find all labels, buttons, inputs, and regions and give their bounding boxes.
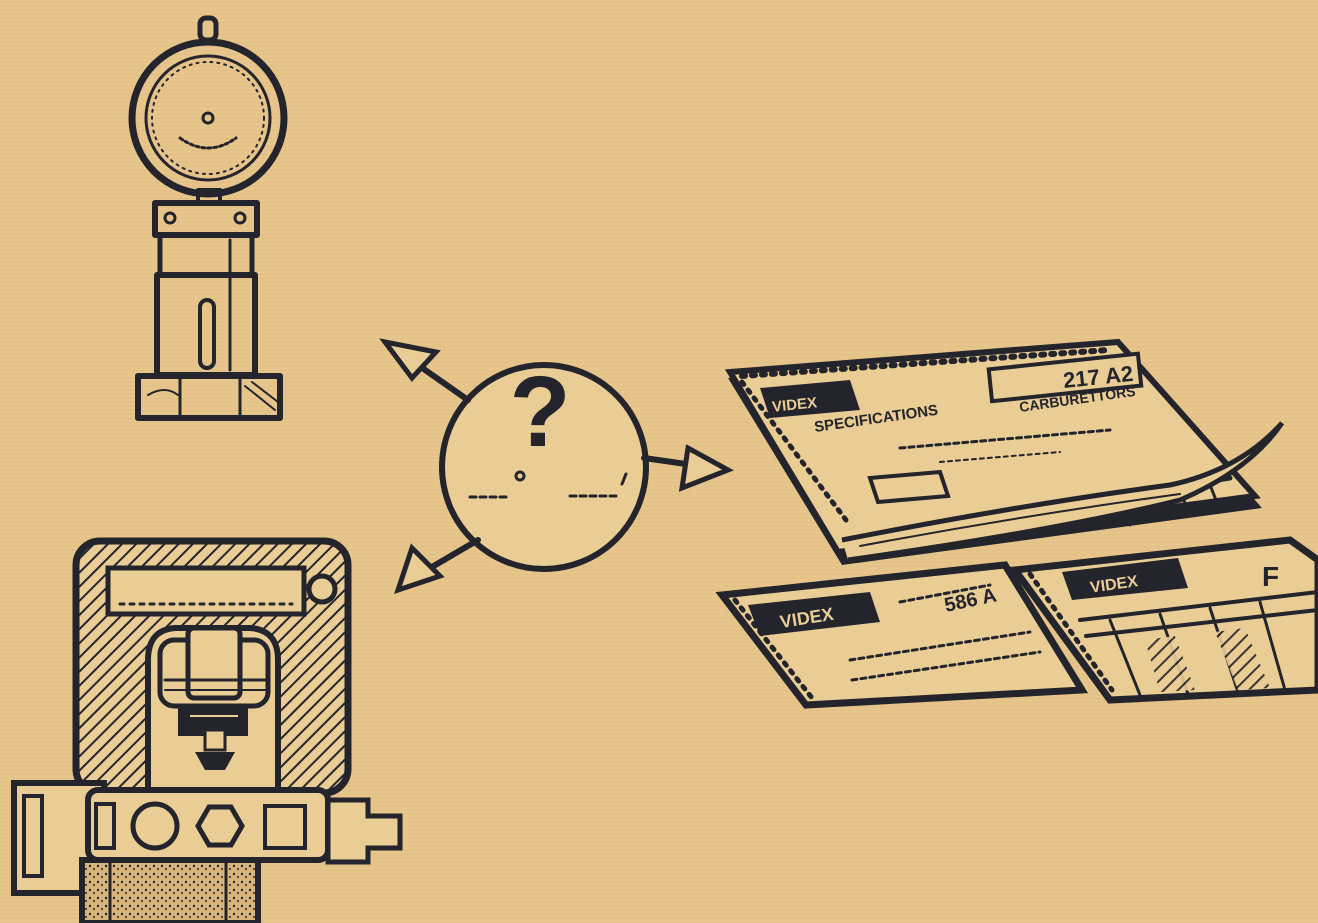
question-mark: ?: [509, 356, 570, 468]
dial-gauge-icon: [132, 18, 284, 418]
document-pad-top: VIDEX 217 A2 SPECIFICATIONS CARBURETTORS: [728, 342, 1282, 565]
question-mark-icon: ?: [385, 342, 728, 590]
arrow-down-left: [398, 540, 478, 590]
arrow-right: [644, 448, 728, 488]
pressure-gauge-icon: [14, 541, 400, 923]
documents-icon: VIDEX 586 A VIDEX F: [722, 342, 1318, 705]
arrow-up-left: [385, 342, 468, 400]
right-sheet-code: F: [1262, 561, 1279, 592]
